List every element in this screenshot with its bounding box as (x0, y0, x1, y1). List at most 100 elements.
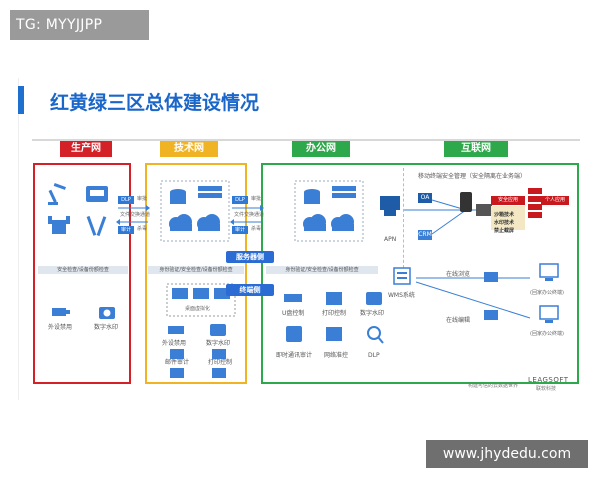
footer-brand-sub: 联软科技 (536, 386, 557, 392)
mail-icon (170, 349, 184, 359)
watermark-top-left: TG: MYYJJPP (10, 10, 149, 40)
tech-terminal-icons (168, 324, 226, 336)
header-divider (32, 139, 580, 141)
technical-zone (145, 163, 247, 384)
home-office-label: (回家办公终端) (530, 331, 564, 337)
office-item-label: 即时通讯审计 (276, 352, 313, 359)
office-internet-divider (403, 168, 404, 268)
technical-item-label: 打印控制 (208, 359, 233, 366)
watermark-bottom-right: www.jhydedu.com (426, 440, 588, 468)
technical-item-label: 数字水印 (206, 340, 231, 347)
office-item-label: DLP (368, 352, 380, 359)
zone-tag-internet: 互联网 (444, 141, 508, 157)
zone-tag-technical: 技术网 (160, 141, 218, 157)
tech-extra-icons (170, 368, 226, 378)
approve-tag: 审计 (232, 226, 248, 234)
tablet-icon (476, 204, 492, 216)
phone-icon (460, 192, 472, 212)
online-browse-label: 在线浏览 (446, 271, 471, 278)
firewall-icon (528, 188, 542, 218)
slide-canvas (18, 78, 583, 400)
wms-server-icon (393, 267, 411, 285)
production-item-label: 数字水印 (94, 324, 119, 331)
technical-check-strip: 身份验证/安全检查/设备份额检查 (148, 266, 244, 274)
network-icon (326, 327, 342, 341)
office-item-label: 打印控制 (322, 310, 347, 317)
database-icon (170, 189, 186, 204)
production-item-label: 外设禁用 (48, 324, 73, 331)
av-label: 杀毒 (137, 226, 148, 232)
im-icon (286, 326, 302, 342)
monitor-icon (484, 272, 498, 282)
dlp-tag: DLP (232, 196, 248, 204)
mobile-mgmt-title: 移动终端安全管理（安全隔离在业务端） (418, 173, 527, 180)
footer-brand: LEAGSOFT (528, 376, 569, 384)
desktop-virt-label: 桌面虚拟化 (185, 306, 211, 312)
sandbox-feature: 禁止截屏 (494, 228, 515, 234)
zone-tag-production: 生产网 (60, 141, 112, 157)
database-icon (304, 189, 320, 204)
office-server-cluster (294, 180, 364, 242)
audit-label: 审批 (251, 196, 262, 202)
online-edit-label: 在线编辑 (446, 317, 471, 324)
usb-icon (168, 326, 184, 334)
apn-label: APN (384, 236, 397, 243)
office-item-label: U盘控制 (282, 310, 305, 317)
tech-server-cluster (160, 180, 230, 242)
footer-slogan: 构建可信的云数据世界 (468, 383, 519, 389)
file-channel-label: 文件交换通道 (120, 212, 151, 218)
file-channel-label: 文件交换通道 (234, 212, 265, 218)
crm-badge: CRM (418, 230, 432, 240)
home-terminal-icon (539, 305, 559, 323)
envelope-icon (170, 368, 184, 378)
wms-link-lines (415, 272, 531, 320)
exchange-arrows (116, 205, 150, 225)
sandbox-feature: 水印技术 (494, 220, 515, 226)
office-row2-icons (286, 326, 384, 344)
secure-app-box: 安全应用 (491, 196, 525, 205)
zone-tag-office: 办公网 (292, 141, 350, 157)
audit-label: 审批 (137, 196, 148, 202)
home-terminal-icon (539, 263, 559, 281)
sandbox-feature: 沙箱技术 (494, 212, 515, 218)
machine-icon (86, 186, 108, 202)
printer-icon (212, 349, 226, 359)
server-icon (198, 186, 222, 198)
production-check-strip: 安全检查/设备份额检查 (38, 266, 128, 274)
personal-app-box: 个人应用 (541, 196, 569, 205)
watermark-camera-icon (99, 307, 115, 319)
tools-icon (86, 215, 107, 237)
robot-arm-icon (48, 183, 66, 205)
cloud-icon (169, 214, 192, 231)
title-accent-bar (18, 86, 24, 114)
monitor-icon (484, 310, 498, 320)
office-check-strip: 身份验证/安全检查/设备份额检查 (266, 266, 378, 274)
sandbox-panel (491, 206, 525, 230)
camera-icon (210, 324, 226, 336)
home-office-label: (回家办公终端) (530, 290, 564, 296)
usb-icon (284, 294, 302, 302)
printer-icon (212, 368, 226, 378)
cloud-icon (303, 214, 326, 231)
slide-title: 红黄绿三区总体建设情况 (50, 92, 260, 114)
server-icon (332, 186, 356, 198)
office-internet-zone (261, 163, 579, 384)
mobile-link-lines (404, 192, 492, 235)
technical-item-label: 外设禁用 (162, 340, 187, 347)
camera-icon (366, 292, 382, 305)
magnifier-icon (367, 326, 381, 340)
technical-item-label: 邮件审计 (165, 359, 190, 366)
robot-icon (48, 216, 70, 234)
office-item-label: 数字水印 (360, 310, 385, 317)
server-side-band: 服务器侧 (226, 251, 274, 263)
printer-icon (326, 292, 342, 305)
av-label: 杀毒 (251, 226, 262, 232)
tech-mail-print-icons (170, 349, 226, 359)
terminal-side-band: 终端侧 (226, 284, 274, 296)
cloud-icon (197, 214, 220, 231)
cloud-icon (331, 214, 354, 231)
dlp-tag: DLP (118, 196, 134, 204)
wms-label: WMS系统 (388, 292, 415, 299)
desktop-virtualization-box (166, 283, 236, 317)
office-row1-icons (284, 292, 382, 305)
